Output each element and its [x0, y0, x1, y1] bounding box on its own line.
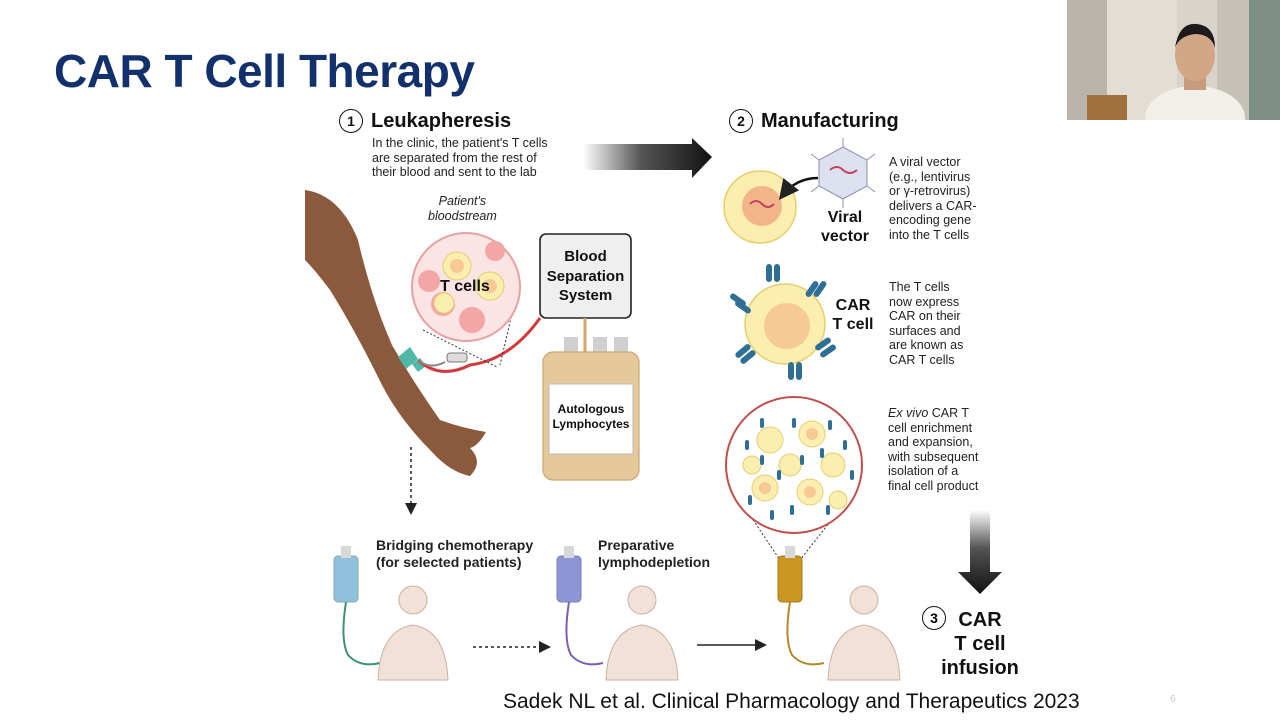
- separation-label-line: System: [558, 287, 613, 304]
- autologous-lymphocyte-bag: [542, 337, 640, 481]
- step1-desc-line: In the clinic, the patient's T cells: [372, 136, 548, 150]
- viral-desc-line: delivers a CAR-: [889, 198, 977, 213]
- viral-desc-line: into the T cells: [889, 227, 970, 242]
- bag-label: Autologous Lymphocytes: [549, 402, 633, 431]
- step1-heading: 1 Leukapheresis: [339, 109, 511, 133]
- separation-label-line: Separation: [546, 267, 625, 285]
- bag-label-line: Lymphocytes: [552, 416, 630, 431]
- exvivo-italic: Ex vivo: [888, 406, 929, 420]
- exvivo-desc-line: with subsequent: [888, 449, 979, 464]
- citation: Sadek NL et al. Clinical Pharmacology an…: [503, 690, 1080, 713]
- bloodstream-zoom: [411, 232, 521, 368]
- transfer-arrow: [583, 138, 712, 178]
- exvivo-desc-rest: CAR T: [928, 406, 970, 420]
- bloodstream-label: Patient's bloodstream: [428, 194, 497, 223]
- viral-vector-illustration: [723, 138, 876, 244]
- page-number: 6: [1170, 694, 1176, 705]
- car-t-cell-label: CAR T cell: [826, 296, 880, 334]
- tcells-label: T cells: [440, 278, 490, 295]
- ex-vivo-description: Ex vivo CAR T cell enrichment and expans…: [888, 406, 978, 494]
- step2-heading: 2 Manufacturing: [729, 109, 899, 133]
- step1-desc-line: are separated from the rest of: [372, 150, 537, 165]
- car-t-description: The T cells now express CAR on their sur…: [889, 280, 963, 368]
- step2-number: 2: [729, 109, 753, 133]
- lymphodepletion-label-line: lymphodepletion: [598, 554, 710, 570]
- cart-desc-line: CAR on their: [889, 309, 961, 324]
- step3-label: CAR T cell infusion: [932, 608, 1028, 680]
- step1-number: 1: [339, 109, 363, 133]
- bridging-label-line: Bridging chemotherapy: [376, 537, 534, 553]
- infusion-arrow: [958, 510, 1002, 594]
- step3-number: 3: [922, 606, 946, 630]
- presenter-video-frame: [1067, 0, 1280, 120]
- cart-desc-line: CAR T cells: [889, 352, 955, 367]
- viral-desc-line: A viral vector: [889, 155, 961, 169]
- blood-separation-system: [539, 233, 632, 352]
- bag-label-line: Autologous: [557, 402, 625, 416]
- car-t-label-line: T cell: [832, 316, 874, 333]
- cart-desc-line: are known as: [889, 338, 964, 353]
- step1-description: In the clinic, the patient's T cells are…: [372, 136, 548, 180]
- cart-desc-line: The T cells: [889, 280, 950, 294]
- bloodstream-label-line: bloodstream: [428, 208, 497, 223]
- step3-label-line: T cell: [954, 633, 1006, 655]
- step3-label-line: infusion: [941, 657, 1019, 679]
- viral-vector-description: A viral vector (e.g., lentivirus or γ-re…: [889, 155, 977, 243]
- viral-vector-label-line: vector: [820, 228, 870, 245]
- viral-desc-line: encoding gene: [889, 213, 972, 228]
- exvivo-desc-line: isolation of a: [888, 464, 959, 479]
- viral-vector-label: Viral vector: [815, 208, 875, 246]
- slide-title: CAR T Cell Therapy: [54, 45, 475, 97]
- exvivo-desc-line: and expansion,: [888, 435, 973, 450]
- separation-label: Blood Separation System: [540, 247, 631, 306]
- patient-infusion: [777, 546, 901, 681]
- step1-desc-line: their blood and sent to the lab: [372, 165, 537, 180]
- presenter-webcam: [1067, 0, 1280, 120]
- cart-desc-line: now express: [889, 294, 960, 309]
- viral-desc-line: or γ-retrovirus): [889, 184, 971, 199]
- exvivo-desc-line: final cell product: [888, 478, 979, 493]
- bridging-label: Bridging chemotherapy (for selected pati…: [376, 537, 533, 571]
- car-t-label-line: CAR: [835, 297, 871, 314]
- viral-desc-line: (e.g., lentivirus: [889, 169, 971, 184]
- car-t-cell-illustration: [730, 264, 836, 380]
- cart-desc-line: surfaces and: [889, 323, 961, 338]
- lymphodepletion-label-line: Preparative: [598, 537, 675, 553]
- step3-label-line: CAR: [958, 609, 1002, 631]
- viral-vector-label-line: Viral: [827, 209, 863, 226]
- ex-vivo-expansion-illustration: [725, 396, 863, 561]
- exvivo-desc-line: cell enrichment: [888, 420, 973, 435]
- patient-bridging: [333, 546, 449, 681]
- bloodstream-label-line: Patient's: [438, 194, 487, 208]
- exvivo-desc-line: Ex vivo CAR T: [888, 406, 978, 421]
- separation-label-line: Blood: [564, 248, 607, 265]
- bridging-label-line: (for selected patients): [376, 554, 522, 570]
- patient-lymphodepletion: [556, 546, 679, 681]
- step2-title: Manufacturing: [761, 109, 899, 132]
- lymphodepletion-label: Preparative lymphodepletion: [598, 537, 710, 571]
- step1-title: Leukapheresis: [371, 109, 512, 132]
- patient-arm: [305, 190, 486, 476]
